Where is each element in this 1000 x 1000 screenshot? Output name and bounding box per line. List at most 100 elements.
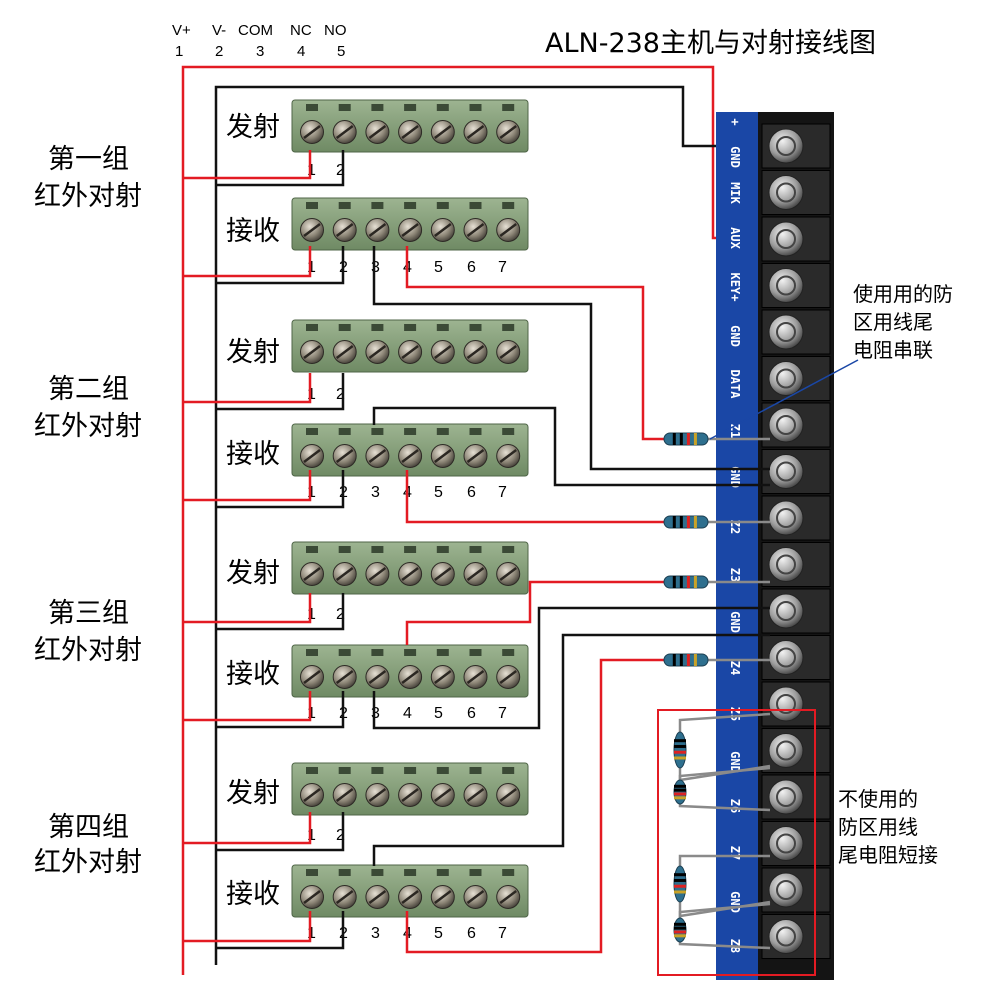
receiver-block-2-screw-slot [499, 449, 517, 463]
bus-header-com-num: 3 [256, 43, 264, 60]
transmitter-block-2-screw-slot [466, 345, 485, 359]
g2-rx-vminus-wire [216, 470, 345, 509]
g4-tx-vminus-wire [216, 812, 345, 852]
host-terminal-label: AUX [728, 227, 742, 249]
receiver-block-1-slot [436, 202, 449, 209]
g1-rx-vminus-wire [216, 246, 345, 285]
resistor-z3-band [672, 576, 676, 588]
host-terminal-label: Z3 [728, 568, 742, 582]
resistor-z4-band [672, 654, 676, 666]
host-terminal-label: GND [728, 891, 742, 913]
bus-header-vplus-num: 1 [175, 43, 183, 60]
receiver-block-2-slot [436, 428, 449, 435]
transmitter-block-2-slot [404, 324, 417, 331]
receiver-block-3-slot [502, 649, 515, 656]
rx4-num-7: 7 [498, 925, 507, 942]
group-4-subtitle: 红外对射 [34, 847, 142, 878]
transmitter-label-3: 发射 [226, 558, 280, 589]
rx2-num-7: 7 [498, 484, 507, 501]
rx4-num-6: 6 [467, 925, 476, 942]
transmitter-block-1-screw-slot [335, 125, 354, 139]
g3-tx-vminus-wire [216, 593, 345, 631]
unused-zone-note-line3: 尾电阻短接 [838, 843, 938, 867]
receiver-block-4-slot [436, 869, 449, 876]
resistor-z1-band [672, 433, 676, 445]
g2-com-to-gnd-wire [372, 406, 770, 487]
host-terminal-screw-head [776, 740, 796, 761]
resistor-short-z7-band [674, 878, 686, 882]
receiver-block-3-screw-slot [499, 670, 517, 684]
host-terminal-screw-head [776, 275, 796, 296]
host-terminal-screw [768, 547, 804, 582]
host-terminal-screw [768, 361, 804, 396]
transmitter-block-3-screw-slot [401, 567, 419, 581]
transmitter-block-4-screw-slot [368, 788, 387, 802]
resistor-z1-band [686, 433, 690, 445]
g3-rx-vminus-wire [216, 691, 345, 729]
device-labels: 发射 接收 发射 接收 发射 接收 发射 接收 [226, 112, 280, 910]
receiver-block-2-slot [469, 428, 482, 435]
transmitter-block-1-slot [404, 104, 417, 111]
receiver-block-2-screw-slot [368, 449, 387, 463]
resistor-short-z8-band [674, 934, 686, 938]
receiver-block-1-slot [338, 202, 351, 209]
rx4-num-5: 5 [434, 925, 443, 942]
host-terminal-screw [768, 454, 804, 489]
rx1-num-6: 6 [467, 259, 476, 276]
rx2-num-6: 6 [467, 484, 476, 501]
receiver-block-2 [291, 423, 529, 477]
resistor-z4-body [663, 653, 709, 667]
host-terminal-screw [768, 407, 804, 443]
transmitter-block-4-slot [436, 767, 449, 774]
resistor-z2-band [693, 516, 697, 528]
bus-header-no: NO [324, 22, 347, 39]
transmitter-block-1-slot [436, 104, 449, 111]
transmitter-block-3-screw-slot [434, 567, 452, 581]
transmitter-block-4-slot [338, 767, 351, 774]
receiver-label-3: 接收 [226, 659, 280, 690]
host-terminal-label: GND [728, 146, 742, 168]
receiver-block-1-slot [469, 202, 482, 209]
host-terminal-screw-head [776, 368, 796, 389]
transmitter-block-2 [291, 319, 529, 373]
transmitter-block-4-slot [404, 767, 417, 774]
resistor-z4-band [693, 654, 697, 666]
receiver-block-1-screw-slot [434, 223, 452, 237]
transmitter-block-1 [291, 99, 529, 153]
transmitter-block-3-screw-slot [466, 567, 485, 581]
rx2-num-3: 3 [371, 484, 380, 501]
unused-zones-box [657, 709, 816, 976]
g2-nc-to-z2-wire [405, 470, 664, 524]
rx4-num-3: 3 [371, 925, 380, 942]
zone-signal-wires [372, 246, 770, 954]
receiver-block-3-screw-slot [401, 670, 419, 684]
transmitter-block-3-slot [502, 546, 515, 553]
receiver-block-3-slot [436, 649, 449, 656]
host-terminal-screw-head [776, 554, 796, 575]
transmitter-block-4-screw-slot [466, 788, 485, 802]
receiver-block-4-slot [502, 869, 515, 876]
transmitter-block-2-screw-slot [335, 345, 354, 359]
transmitter-block-2-slot [338, 324, 351, 331]
receiver-block-1-screw-slot [499, 223, 517, 237]
bus-header-com: COM [238, 22, 273, 39]
group-2-subtitle: 红外对射 [34, 411, 142, 442]
diagram-title: ALN-238主机与对射接线图 [545, 28, 876, 59]
transmitter-label-1: 发射 [226, 112, 280, 143]
rx2-num-1: 1 [307, 484, 316, 501]
transmitter-block-1-screw-slot [499, 125, 517, 139]
resistor-short-z5-band [674, 750, 686, 754]
unused-zone-annotation: 不使用的 防区用线 尾电阻短接 [838, 787, 938, 867]
unused-zone-note-line2: 防区用线 [838, 815, 918, 839]
transmitter-block-1-slot [338, 104, 351, 111]
g4-tx-vplus-wire [183, 812, 312, 845]
host-terminal-screw [768, 686, 804, 722]
g4-nc-to-z4-wire [405, 658, 664, 954]
host-terminal-label: GND [728, 611, 742, 633]
resistor-short-z8-band [674, 922, 686, 926]
receiver-block-3-slot [306, 649, 318, 656]
used-zone-annotation: 使用用的防 区用线尾 电阻串联 [709, 282, 953, 440]
group-2-title: 第二组 [48, 374, 129, 405]
resistor-short-z6-band [674, 788, 686, 792]
resistor-short-z5-band [674, 739, 686, 743]
